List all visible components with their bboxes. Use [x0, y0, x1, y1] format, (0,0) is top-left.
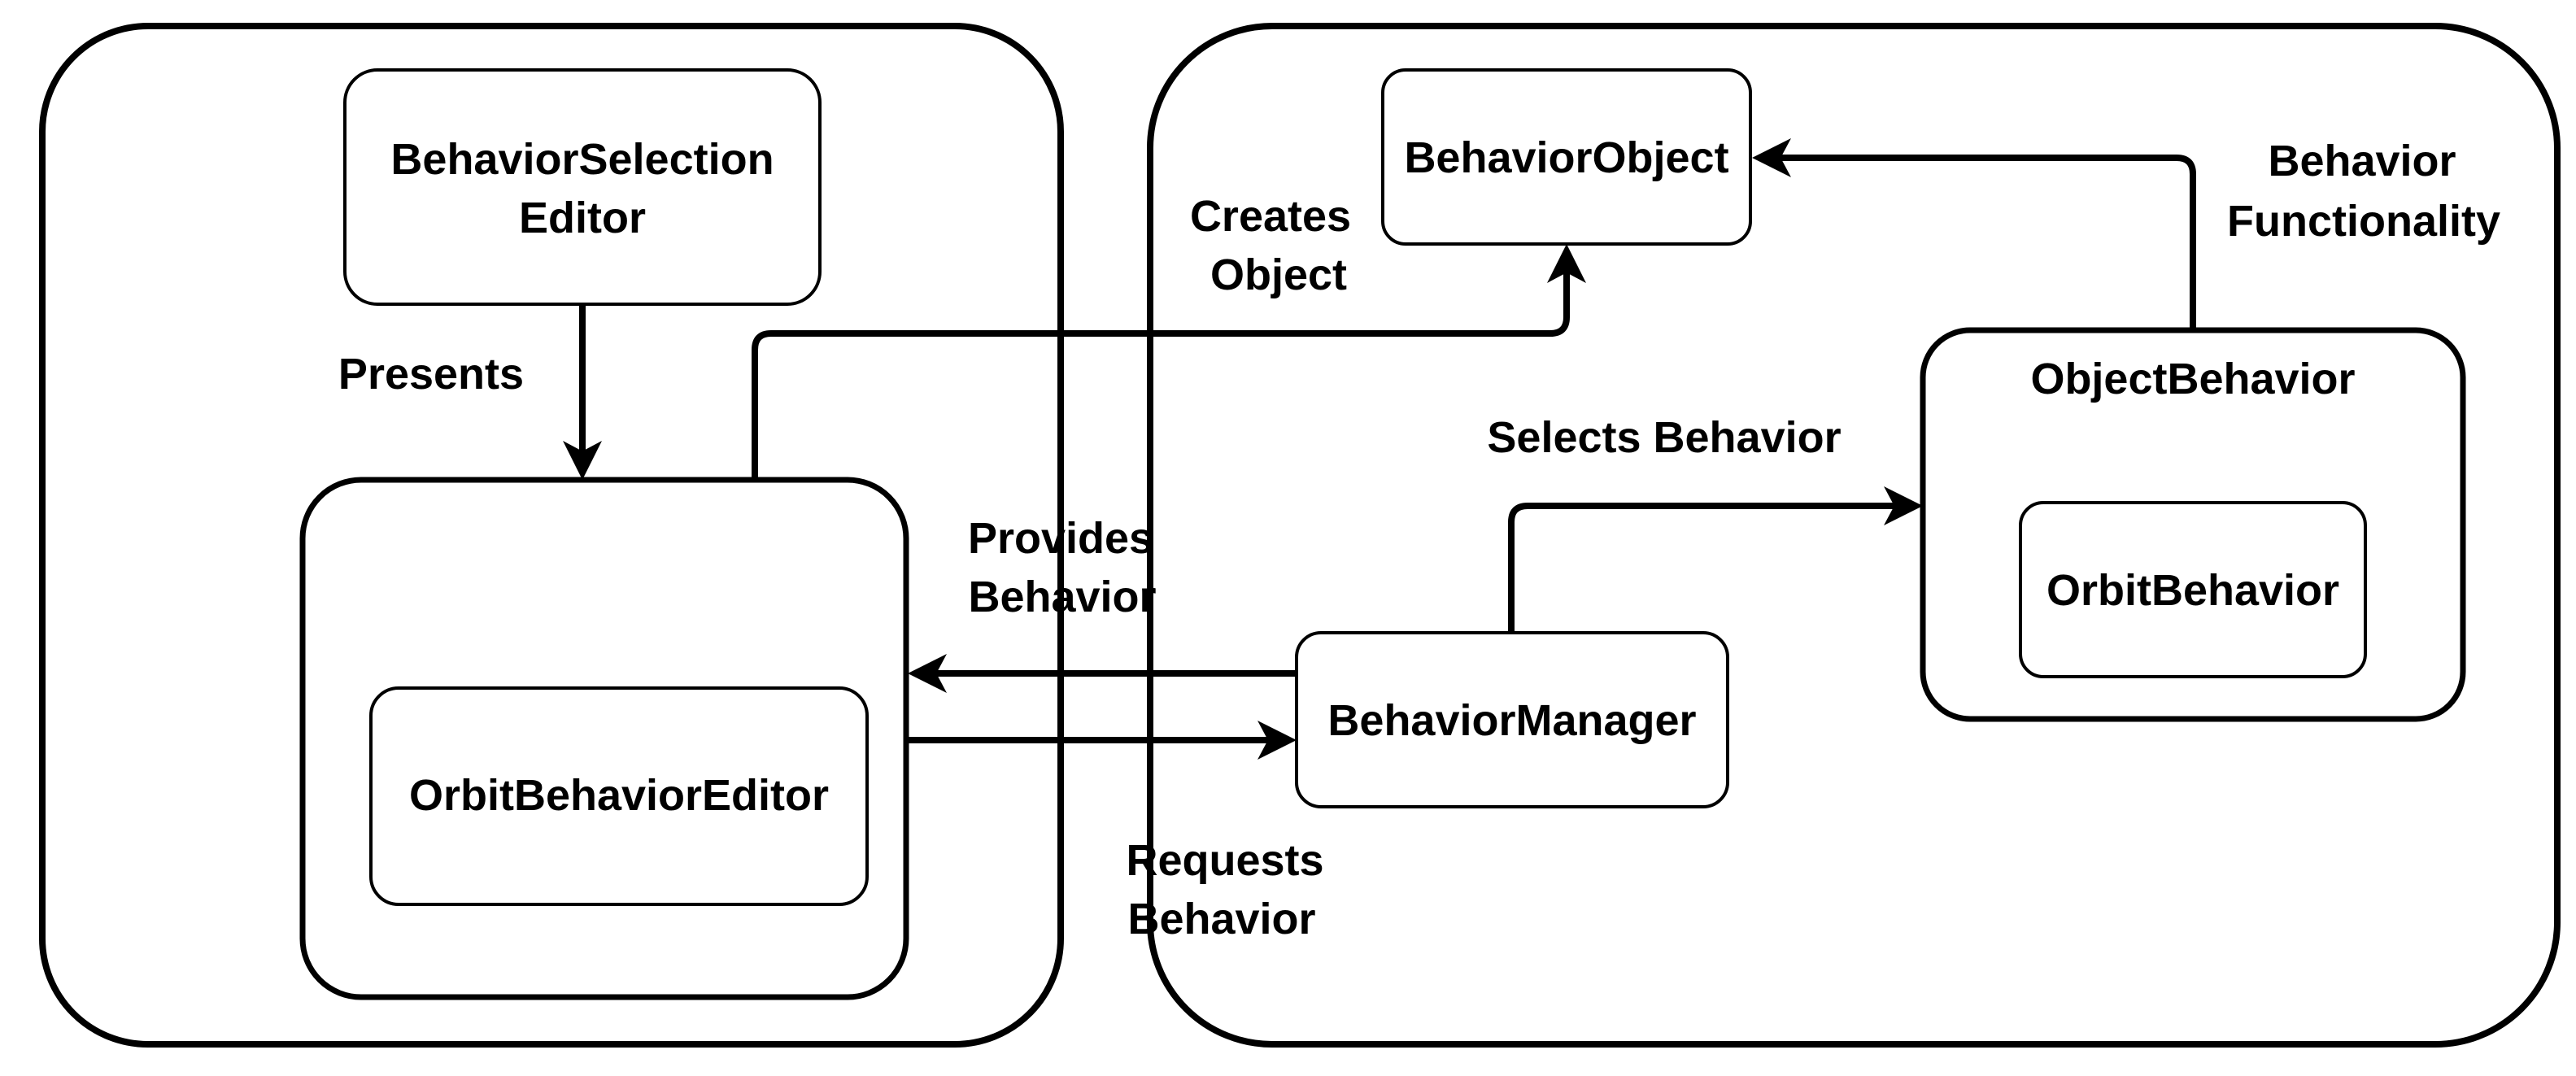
orbit-behavior-editor-node: OrbitBehaviorEditor — [369, 686, 869, 906]
requests-behavior-line2: Behavior — [1127, 895, 1315, 943]
object-behavior-label: ObjectBehavior — [2030, 355, 2355, 403]
requests-behavior-line1: Requests — [1126, 836, 1323, 885]
selects-behavior-label: Selects Behavior — [1487, 413, 1841, 462]
provides-behavior-line2: Behavior — [968, 573, 1156, 621]
orbit-behavior-editor-label: OrbitBehaviorEditor — [409, 771, 829, 820]
left-container — [39, 23, 1064, 1048]
orbit-behavior-editor-box — [369, 686, 869, 906]
behavior-object-label: BehaviorObject — [1404, 133, 1728, 182]
creates-object-arrow — [752, 244, 1586, 480]
requests-behavior-edge: Requests Behavior — [906, 721, 1324, 943]
behavior-manager-node: BehaviorManager — [1295, 631, 1729, 808]
provides-behavior-line1: Provides — [968, 514, 1153, 563]
creates-object-line1: Creates — [1190, 192, 1351, 241]
selects-behavior-arrow — [1508, 486, 1923, 633]
selects-behavior-edge: Selects Behavior — [1487, 413, 1923, 633]
behavior-object-node: BehaviorObject — [1381, 68, 1752, 246]
behavior-functionality-arrow — [1752, 138, 2196, 330]
behavior-functionality-line1: Behavior — [2268, 137, 2456, 185]
provides-behavior-edge: Provides Behavior — [908, 514, 1297, 693]
presents-label: Presents — [338, 350, 524, 399]
presents-edge: Presents — [338, 306, 602, 480]
orbit-behavior-node: OrbitBehavior — [2019, 501, 2367, 678]
orbit-behavior-label: OrbitBehavior — [2046, 566, 2339, 615]
behavior-selection-editor-line1: BehaviorSelection — [390, 135, 774, 184]
behavior-selection-editor-line2: Editor — [519, 194, 646, 242]
behavior-manager-label: BehaviorManager — [1327, 696, 1696, 745]
behavior-selection-editor-node: BehaviorSelection Editor — [343, 68, 822, 306]
creates-object-line2: Object — [1210, 250, 1347, 299]
behavior-functionality-edge: Behavior Functionality — [1752, 137, 2500, 330]
behavior-selection-editor-box — [343, 68, 822, 306]
creates-object-edge: Creates Object — [752, 192, 1586, 480]
behavior-functionality-line2: Functionality — [2227, 197, 2500, 246]
orbit-behavior-box — [2019, 501, 2367, 678]
